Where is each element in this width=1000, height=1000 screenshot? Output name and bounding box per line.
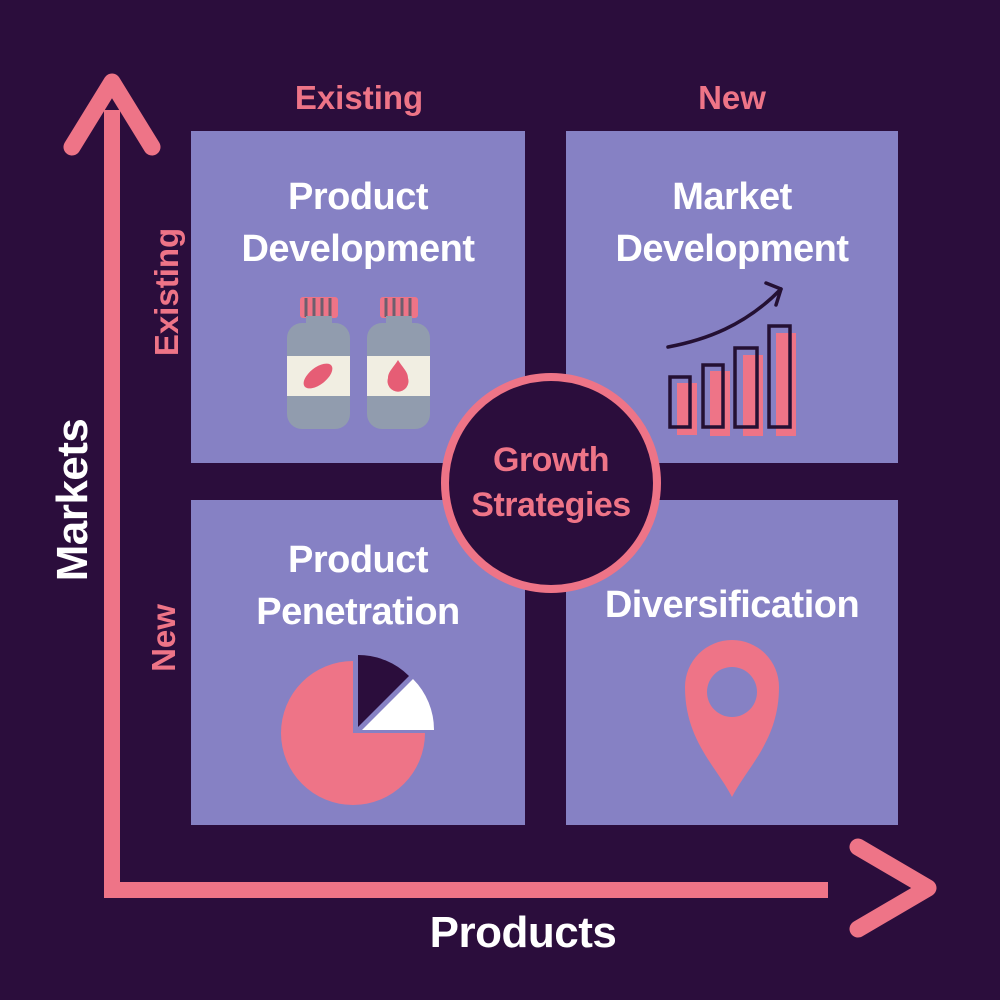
quadrant-title: Product Development bbox=[241, 176, 475, 270]
y-axis-line bbox=[104, 110, 120, 898]
x-category-existing: Existing bbox=[294, 79, 424, 116]
x-axis-line bbox=[104, 882, 828, 898]
x-axis-arrowhead-icon bbox=[849, 838, 937, 938]
center-badge: Growth Strategies bbox=[441, 373, 661, 593]
center-badge-line1: Growth bbox=[493, 441, 609, 479]
quadrant-title: Product Penetration bbox=[256, 539, 460, 633]
x-category-new: New bbox=[698, 79, 766, 116]
pie-chart-icon bbox=[281, 654, 435, 805]
x-axis-title: Products bbox=[429, 908, 617, 957]
center-badge-line2: Strategies bbox=[471, 486, 631, 524]
quadrant-product-development: Product Development bbox=[191, 131, 525, 463]
location-pin-icon bbox=[685, 639, 779, 797]
y-axis-arrowhead-icon bbox=[63, 73, 161, 156]
quadrant-title: Diversification bbox=[604, 584, 860, 626]
bar-chart-growth-icon bbox=[666, 281, 796, 436]
quadrant-title: Market Development bbox=[615, 176, 849, 270]
medicine-bottles-icon bbox=[287, 297, 430, 429]
